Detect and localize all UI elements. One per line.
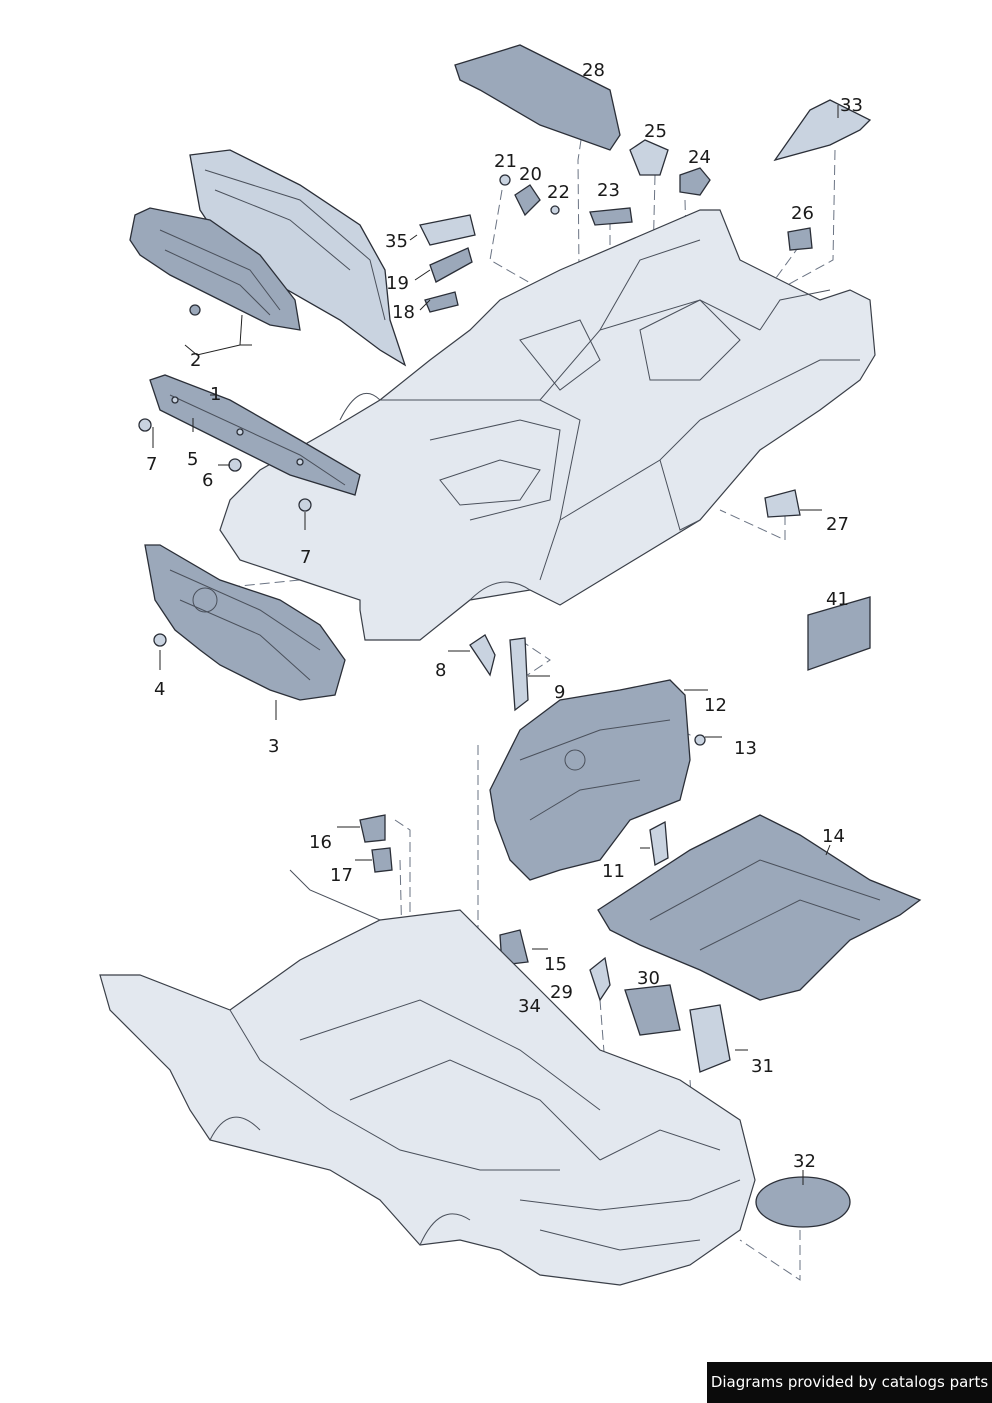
callout-2: 2 — [190, 350, 201, 371]
callout-31: 31 — [751, 1056, 774, 1077]
callout-7a: 7 — [146, 454, 157, 475]
part-17 — [371, 847, 393, 873]
part-6 — [228, 458, 242, 472]
callout-4: 4 — [154, 679, 165, 700]
attribution-footer: Diagrams provided by catalogs parts — [707, 1362, 992, 1403]
floor-carpet-part — [597, 814, 922, 1001]
callout-9: 9 — [554, 682, 565, 703]
callout-1: 1 — [210, 384, 221, 405]
callout-26: 26 — [791, 203, 814, 224]
callout-22: 22 — [547, 182, 570, 203]
callout-8: 8 — [435, 660, 446, 681]
part-30 — [624, 984, 681, 1036]
callout-3: 3 — [268, 736, 279, 757]
callout-7b: 7 — [300, 547, 311, 568]
part-13 — [694, 734, 706, 746]
callout-29: 29 — [550, 982, 573, 1003]
part-28 — [454, 44, 621, 151]
callout-20: 20 — [519, 164, 542, 185]
leader-lines — [152, 105, 839, 1185]
lower-car-body — [99, 869, 756, 1286]
part-9 — [509, 637, 529, 712]
callout-34: 34 — [518, 996, 541, 1017]
callout-35: 35 — [385, 231, 408, 252]
callout-11: 11 — [602, 861, 625, 882]
part-33 — [773, 99, 872, 162]
callout-12: 12 — [704, 695, 727, 716]
callout-25: 25 — [644, 121, 667, 142]
callout-numbers: 1 2 3 4 5 6 7 7 8 9 11 12 13 14 15 16 17… — [146, 60, 863, 1172]
upper-car-body — [219, 209, 876, 641]
callout-30: 30 — [637, 968, 660, 989]
part-16 — [359, 814, 386, 843]
callout-23: 23 — [597, 180, 620, 201]
part-31 — [689, 1004, 731, 1073]
callout-6: 6 — [202, 470, 213, 491]
callout-15: 15 — [544, 954, 567, 975]
callout-19: 19 — [386, 273, 409, 294]
part-25 — [629, 139, 669, 176]
part-18 — [424, 291, 459, 313]
part-11 — [649, 820, 669, 867]
callout-5: 5 — [187, 449, 198, 470]
rear-bulkhead-part — [489, 679, 691, 881]
part-7a — [138, 418, 152, 432]
callout-28: 28 — [582, 60, 605, 81]
callout-13: 13 — [734, 738, 757, 759]
callout-18: 18 — [392, 302, 415, 323]
callout-17: 17 — [330, 865, 353, 886]
part-41 — [807, 596, 871, 671]
part-24 — [679, 167, 711, 196]
callout-32: 32 — [793, 1151, 816, 1172]
callout-14: 14 — [822, 826, 845, 847]
part-27 — [764, 489, 801, 518]
part-7b — [298, 498, 312, 512]
small-parts-upper — [138, 44, 872, 712]
part-8 — [469, 634, 496, 677]
firewall-insulation-part — [144, 544, 346, 701]
part-21 — [499, 174, 511, 186]
panel-5 — [149, 374, 361, 496]
part-19 — [429, 247, 473, 283]
hood-insulation-part — [129, 207, 301, 331]
part-20 — [514, 184, 541, 217]
part-23 — [589, 207, 633, 226]
callout-21: 21 — [494, 151, 517, 172]
part-35 — [419, 214, 476, 246]
callout-27: 27 — [826, 514, 849, 535]
part-22 — [550, 205, 560, 215]
callout-16: 16 — [309, 832, 332, 853]
callout-33: 33 — [840, 95, 863, 116]
callout-41: 41 — [826, 589, 849, 610]
callout-24: 24 — [688, 147, 711, 168]
part-26 — [787, 227, 813, 251]
part-29 — [589, 956, 611, 1002]
